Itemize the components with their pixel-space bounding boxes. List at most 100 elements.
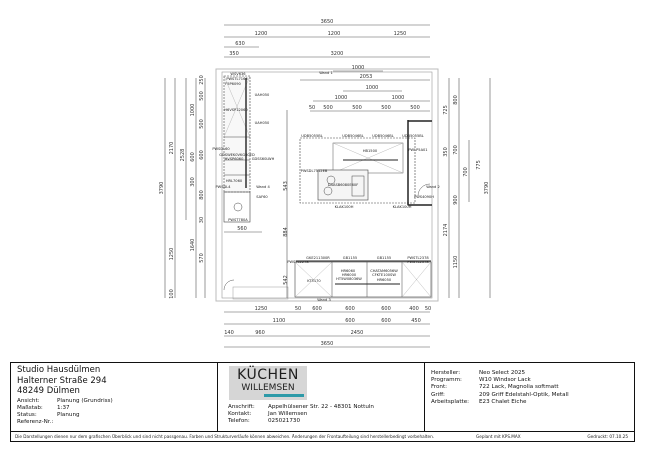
cabinet-label: HR6000 <box>342 273 357 277</box>
field-value: E23 Chalet Eiche <box>479 398 527 405</box>
product-front: Front: 722 Lack, Magnolia softmatt <box>431 384 627 391</box>
dim-label: 1000 <box>190 104 196 117</box>
field-key: Kontakt: <box>228 411 252 418</box>
cabinet-label: PWSTL7166 <box>226 77 248 81</box>
dim-label: 450 <box>411 318 421 324</box>
field-value: Jan Willemsen <box>268 411 308 418</box>
dim-label: 800 <box>199 190 205 200</box>
dim-label: 500 <box>199 119 205 129</box>
field-key: Arbeitsplatte: <box>431 398 470 405</box>
field-key: Programm: <box>431 377 462 384</box>
dim-label: 3200 <box>331 51 344 57</box>
dim-label: 884 <box>283 227 289 237</box>
dim-label: 1200 <box>255 31 268 37</box>
dim-label: 600 <box>381 306 391 312</box>
logo-line2: WILLEMSEN <box>241 383 295 393</box>
cabinet-label: HVSP6060 <box>225 157 244 161</box>
left-cabinet-run: WSV636 PWSTL7166 F5P6090 UAH050 H6VSP120… <box>212 72 289 300</box>
dim-label: 570 <box>199 253 205 263</box>
logo-accent-bar <box>264 394 304 397</box>
cabinet-label: PWSDL4 <box>215 185 231 189</box>
contact-address: Anschrift:Appelhülsener Str. 22 - 48301 … <box>228 404 374 411</box>
dim-label: 600 <box>199 150 205 160</box>
dim-label: 600 <box>345 318 355 324</box>
field-key: Hersteller: <box>431 370 461 376</box>
wall-label-4: Wand 4 <box>256 185 270 189</box>
field-key: Front: <box>431 384 448 391</box>
dim-label: 600 <box>190 152 196 162</box>
dim-label: 630 <box>235 41 245 47</box>
dim-label: 1000 <box>366 85 379 91</box>
dim-label: 600 <box>345 306 355 312</box>
cabinet-label: HR6050 <box>377 278 392 282</box>
dim-label: 2450 <box>351 330 364 336</box>
cabinet-label: GB1155 <box>377 256 391 260</box>
field-key: Referenz-Nr.: <box>17 419 54 426</box>
cabinet-label: UAH050 <box>255 121 270 125</box>
studio-street: Halterner Straße 294 <box>17 375 107 386</box>
field-value: 209 Griff Edelstahl-Optik, Metall <box>479 391 569 398</box>
dim-label: 560 <box>237 226 247 232</box>
inner-top-dimensions: 1000 2053 1000 1000 1000 50 500 500 500 … <box>300 65 430 112</box>
studio-name: Studio Hausdülmen <box>17 365 101 375</box>
logo-line1: KÜCHEN <box>237 367 299 383</box>
bottom-cabinet-run: GKE211300R GB1155 GB1155 PWSTL2278 PWSTL… <box>287 256 432 298</box>
right-dimensions: 725 350 2174 800 700 900 1150 700 775 37… <box>443 78 491 298</box>
cabinet-label: UDB5055BL <box>402 134 423 138</box>
field-value: Appelhülsener Str. 22 - 48301 Nottuln <box>268 404 374 410</box>
dim-label: 542 <box>283 275 289 285</box>
dim-label: 600 <box>381 318 391 324</box>
cabinet-label: PWSDL7512EB <box>301 169 328 173</box>
cabinet-label: PWSDL60 <box>212 147 230 151</box>
cabinet-label: KLAK100H <box>393 205 412 209</box>
product-programm: Programm:W10 Windsor Lack <box>431 377 627 384</box>
customer-info: Studio Hausdülmen Halterner Straße 294 4… <box>11 363 218 431</box>
field-value: 1:37 <box>57 404 70 411</box>
dim-label: 1000 <box>392 95 405 101</box>
dim-label: 400 <box>409 306 419 312</box>
cabinet-label: SAF60 <box>256 195 268 199</box>
dim-label: 800 <box>453 95 459 105</box>
cabinet-label: UAH050 <box>255 93 270 97</box>
cabinet-label: GKE211300R <box>306 256 330 260</box>
dim-label: 700 <box>453 145 459 155</box>
dim-label: 500 <box>381 105 391 111</box>
dim-label: 1000 <box>352 65 365 71</box>
dim-label: 600 <box>312 306 322 312</box>
product-hersteller: Hersteller: Neo Select 2025 <box>431 370 627 377</box>
studio-city: 48249 Dülmen <box>17 386 80 396</box>
dim-label: 300 <box>190 177 196 187</box>
dim-total-width: 3650 <box>321 19 334 25</box>
cabinet-label: GDSWEK0VKG60ED <box>219 153 255 157</box>
title-block: Studio Hausdülmen Halterner Straße 294 4… <box>10 362 635 442</box>
cabinet-label: H6VSP12060 <box>224 108 248 112</box>
planned-with: Geplant mit KPS.MAX <box>476 434 521 439</box>
cabinet-label: UDB5046BL <box>372 134 393 138</box>
cabinet-label: WSV636 <box>230 72 246 76</box>
cabinet-label: HR6060 <box>341 269 356 273</box>
cabinet-label: PWSTL2378 <box>407 256 429 260</box>
cabinet-label: CHATAM6056W <box>370 269 398 273</box>
field-value: 722 Lack, Magnolia softmatt <box>479 384 559 391</box>
field-status: Status:Planung <box>17 412 211 419</box>
dim-label: 500 <box>352 105 362 111</box>
field-massstab: Maßstab:1:37 <box>17 405 211 412</box>
cabinet-label: HT5W08036W <box>336 277 362 281</box>
dim-label: 1100 <box>273 318 286 324</box>
dim-label: 700 <box>463 167 469 177</box>
dim-label: 725 <box>443 105 449 115</box>
kuechen-willemsen-logo: KÜCHEN WILLEMSEN <box>229 366 307 400</box>
top-dimensions: 3650 1200 1200 1250 630 350 3200 <box>224 19 430 58</box>
cabinet-label: PWLP5A01 <box>408 148 427 152</box>
dim-label: 2174 <box>443 224 449 237</box>
dim-label: 2170 <box>169 142 175 155</box>
field-value: Neo Select 2025 <box>479 370 526 376</box>
print-date: Gedruckt: 07.10.25 <box>587 434 628 439</box>
dim-label: 500 <box>410 105 420 111</box>
dim-label: 250 <box>199 75 205 85</box>
dim-label: 1250 <box>255 306 268 312</box>
dim-label: 3790 <box>484 182 490 195</box>
bottom-dimensions: 1250 50 600 600 600 400 50 1100 600 600 … <box>224 306 431 348</box>
cabinet-label: KLAK100H <box>335 205 354 209</box>
cabinet-label: HRL7060 <box>226 179 243 183</box>
